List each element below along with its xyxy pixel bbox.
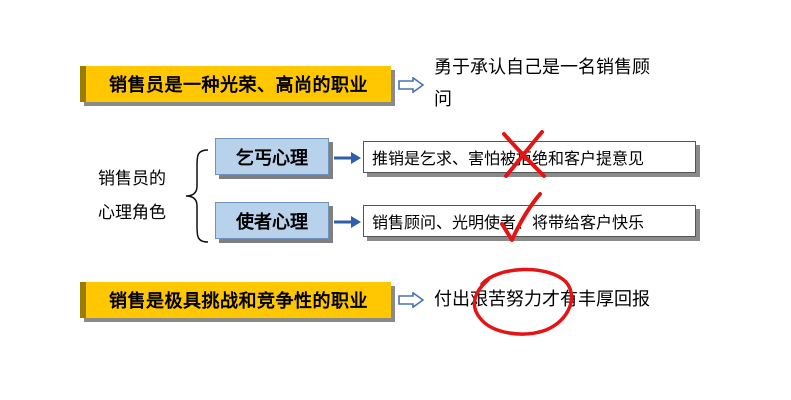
hollow-right-arrow-icon bbox=[398, 292, 424, 308]
side-label-line1: 销售员的 bbox=[98, 169, 166, 189]
envoy-description-text: 销售顾问、光明使者、将带给客户快乐 bbox=[372, 213, 645, 232]
beggar-mindset-label: 乞丐心理 bbox=[236, 147, 308, 169]
red-x-icon bbox=[502, 130, 546, 178]
red-check-icon bbox=[500, 192, 542, 242]
envoy-mindset-label: 使者心理 bbox=[236, 211, 308, 233]
blue-right-arrow-icon bbox=[334, 216, 361, 228]
side-label-line2: 心理角色 bbox=[98, 203, 166, 223]
beggar-description-text: 推销是乞求、害怕被拒绝和客户提意见 bbox=[372, 149, 645, 168]
hollow-right-arrow-icon bbox=[398, 77, 424, 93]
banner-bottom-text: 销售是极具挑战和竞争性的职业 bbox=[109, 291, 368, 312]
banner-top-result-line1: 勇于承认自己是一名销售顾 bbox=[434, 57, 650, 78]
envoy-mindset-box: 使者心理 bbox=[215, 202, 329, 239]
banner-bottom-result: 付出艰苦努力才有丰厚回报 bbox=[434, 289, 650, 310]
blue-right-arrow-icon bbox=[334, 152, 361, 164]
banner-bottom: 销售是极具挑战和竞争性的职业 bbox=[80, 282, 391, 318]
red-circle-icon bbox=[472, 267, 574, 336]
banner-top-result-line2: 问 bbox=[434, 89, 452, 110]
banner-top: 销售员是一种光荣、高尚的职业 bbox=[80, 66, 391, 102]
banner-top-text: 销售员是一种光荣、高尚的职业 bbox=[109, 75, 368, 96]
beggar-mindset-box: 乞丐心理 bbox=[215, 138, 329, 175]
brace-icon bbox=[185, 149, 209, 243]
